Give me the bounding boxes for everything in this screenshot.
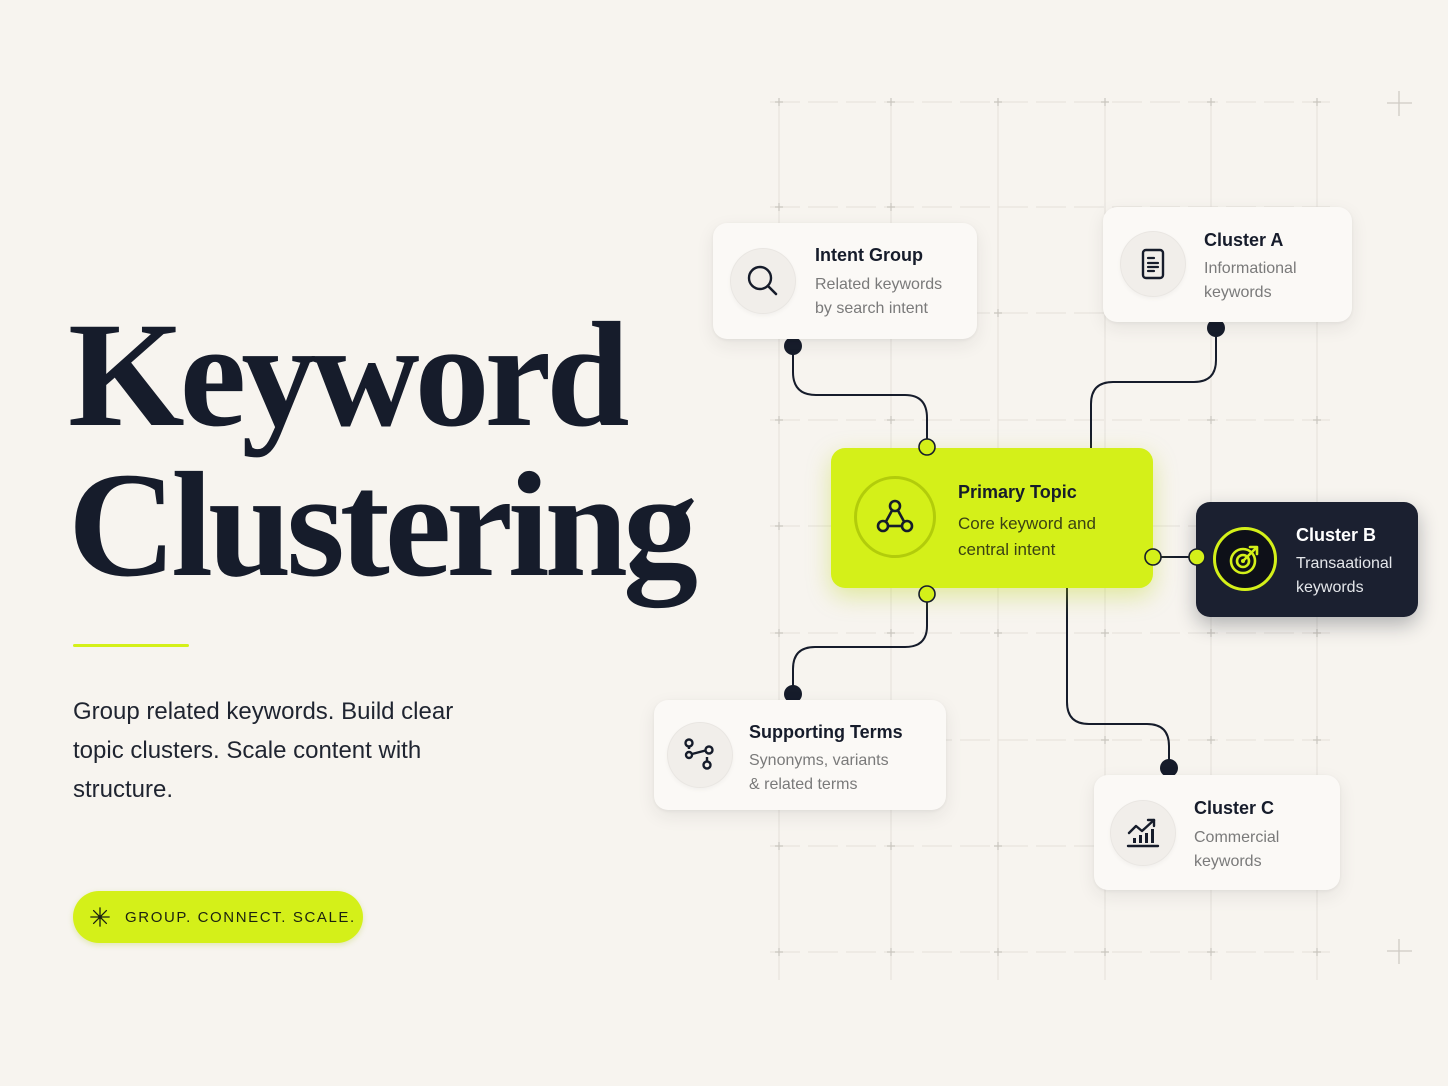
tagline-badge: GROUP. CONNECT. SCALE. [73, 891, 363, 943]
edge-supporting-terms [792, 594, 928, 694]
network-icon [876, 499, 914, 533]
chart-growth-icon [1126, 818, 1160, 848]
icon-badge [1213, 527, 1277, 591]
page-title: Keyword Clustering [68, 292, 698, 608]
node-subtitle: Informational keywords [1204, 260, 1297, 301]
node-subtitle: Commercial keywords [1194, 829, 1280, 870]
port-bottom [918, 585, 936, 603]
node-title: Intent Group [815, 245, 923, 265]
node-cluster-b[interactable]: Cluster B Transaational keywords [1196, 502, 1418, 617]
node-title: Cluster A [1204, 230, 1284, 250]
node-cluster-c[interactable]: Cluster C Commercial keywords [1094, 775, 1340, 890]
node-subtitle: Related keywords by search intent [815, 276, 943, 317]
hero-description: Group related keywords. Build clear topi… [73, 698, 454, 803]
node-primary-topic[interactable]: Primary Topic Core keyword and central i… [831, 448, 1153, 588]
node-supporting-terms[interactable]: Supporting Terms Synonyms, variants & re… [654, 700, 946, 810]
node-title: Cluster C [1194, 798, 1275, 818]
edge-cluster-c [1066, 588, 1170, 768]
search-icon [747, 265, 778, 296]
sparkle-icon [90, 907, 110, 927]
node-title: Supporting Terms [749, 722, 903, 742]
node-title: Primary Topic [958, 482, 1077, 502]
icon-badge [854, 476, 936, 558]
icon-badge [1120, 231, 1186, 297]
target-icon [1229, 545, 1259, 575]
node-subtitle: Synonyms, variants & related terms [749, 752, 889, 793]
title-line-2: Clustering [68, 442, 698, 608]
title-line-1: Keyword [68, 292, 630, 458]
node-subtitle: Core keyword and central intent [958, 514, 1096, 559]
icon-badge [1110, 800, 1176, 866]
node-title: Cluster B [1296, 525, 1377, 545]
node-subtitle: Transaational keywords [1296, 555, 1393, 596]
icon-badge [667, 722, 733, 788]
node-cluster-a[interactable]: Cluster A Informational keywords [1103, 207, 1352, 322]
edge-intent-group [792, 346, 928, 447]
endpoint-intent-group [784, 337, 802, 355]
node-intent-group[interactable]: Intent Group Related keywords by search … [713, 223, 977, 339]
accent-divider [73, 644, 189, 647]
icon-badge [730, 248, 796, 314]
document-icon [1141, 248, 1165, 280]
share-nodes-icon [684, 738, 714, 770]
edge-cluster-a [1090, 328, 1217, 449]
tagline-text: GROUP. CONNECT. SCALE. [125, 908, 356, 926]
